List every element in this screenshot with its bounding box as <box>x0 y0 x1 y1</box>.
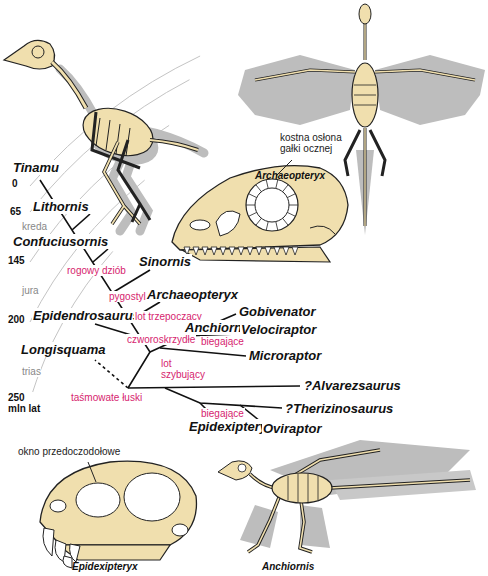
trait-label: biegające <box>200 336 245 347</box>
phylogeny-tree <box>40 180 300 421</box>
trait-label: rogowy dziób <box>66 265 127 276</box>
taxon-name: Sinornis <box>138 254 192 269</box>
taxon-name: Confuciusornis <box>12 234 109 249</box>
bird-skeleton <box>4 40 204 231</box>
anchiornis-skeleton <box>218 440 476 552</box>
taxon-name: Epidendrosaurus <box>32 308 141 323</box>
taxon-name: Longisquama <box>20 342 107 357</box>
trait-label: lot szybujący <box>160 358 206 380</box>
archaeopteryx-skeleton <box>238 4 485 235</box>
trait-label: taśmowate łuski <box>70 392 143 403</box>
taxon-name: Tinamu <box>12 160 60 175</box>
taxon-name: ?Therizinosaurus <box>284 401 394 416</box>
taxon-name: Velociraptor <box>240 322 317 337</box>
taxon-name: Oviraptor <box>262 421 323 436</box>
time-mark: 65 <box>10 206 21 217</box>
archaeopteryx-skull <box>172 160 348 262</box>
time-mark: 0 <box>12 178 18 189</box>
period-name: kreda <box>22 221 47 232</box>
figure-caption: Epidexipteryx <box>72 561 138 572</box>
trait-label: czworoskrzydłe <box>126 334 196 345</box>
epidexipteryx-skull <box>40 461 196 568</box>
time-mark: 200 <box>8 314 25 325</box>
taxon-name: ?Alvarezsaurus <box>303 378 402 393</box>
taxon-name: Microraptor <box>248 348 322 363</box>
period-name: trias <box>22 366 41 377</box>
annotation: okno przedoczodołowe <box>18 446 120 457</box>
annotation: kostna osłona gałki ocznej <box>280 132 350 154</box>
figure-caption: Archaeopteryx <box>255 170 325 181</box>
trait-label: biegające <box>200 408 245 419</box>
taxon-name: Lithornis <box>32 199 90 214</box>
time-mark: 145 <box>8 255 25 266</box>
trait-label: pygostyl <box>108 291 147 302</box>
figure-caption: Anchiornis <box>262 561 314 572</box>
taxon-name: Gobivenator <box>238 304 317 319</box>
taxon-name: Archaeopteryx <box>146 287 239 302</box>
time-mark: 250 mln lat <box>8 392 44 414</box>
period-name: jura <box>22 285 39 296</box>
